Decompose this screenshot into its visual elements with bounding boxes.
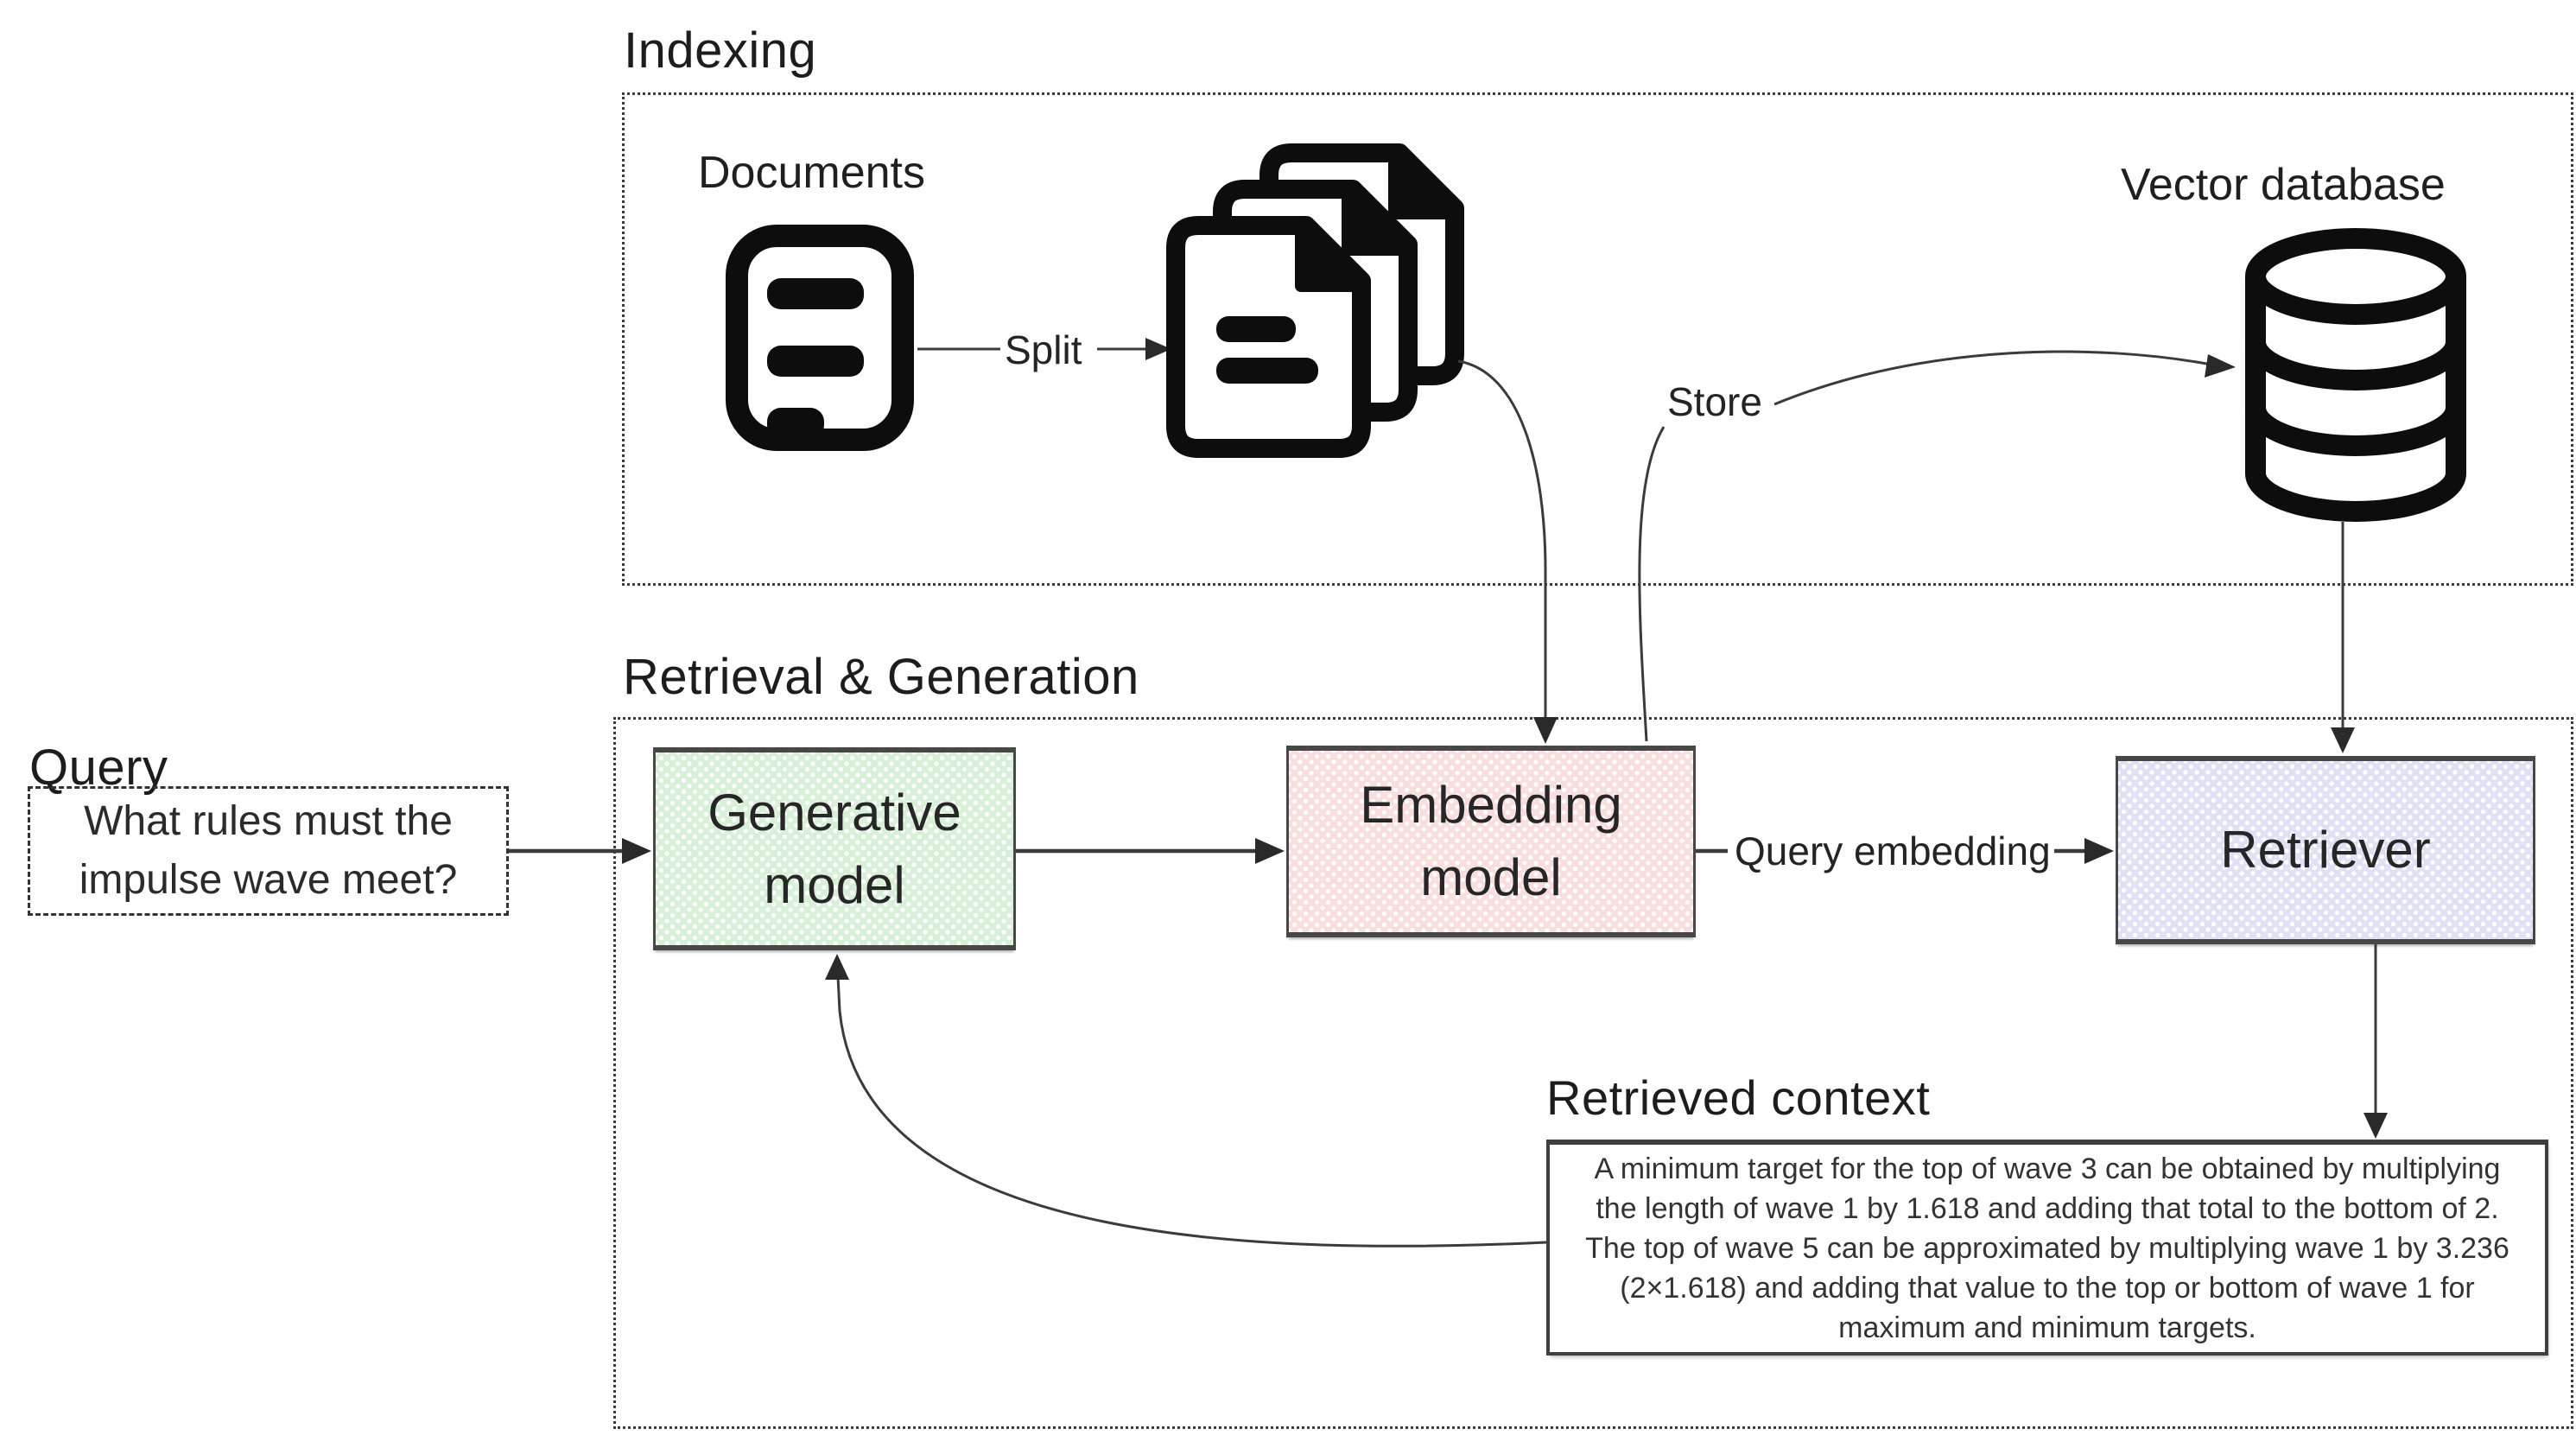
retrieval-generation-section-box (613, 717, 2573, 1429)
embedding-model-label: Embedding model (1360, 776, 1622, 906)
embedding-to-retriever-arrow (1696, 838, 2114, 864)
retrieved-context-box: A minimum target for the top of wave 3 c… (1546, 1140, 2548, 1356)
retrieval-generation-section-title: Retrieval & Generation (623, 649, 1139, 705)
documents-label: Documents (698, 148, 925, 198)
indexing-section-box (622, 92, 2573, 586)
db-to-retriever-arrow (2331, 522, 2355, 753)
retrieved-context-text: A minimum target for the top of wave 3 c… (1585, 1152, 2509, 1344)
split-label: Split (1005, 327, 1082, 372)
generative-model-node: Generative model (653, 747, 1016, 950)
store-label: Store (1667, 379, 1762, 424)
document-icon (726, 225, 914, 451)
retriever-to-context-arrow (2363, 944, 2388, 1139)
query-box: What rules must the impulse wave meet? (28, 786, 509, 916)
documents-stack-icon (1166, 143, 1464, 458)
store-arrow (1638, 350, 2236, 742)
generative-to-embedding-arrow (1016, 838, 1285, 864)
indexing-section-title: Indexing (624, 22, 817, 79)
retriever-label: Retriever (2220, 821, 2431, 879)
retriever-node: Retriever (2116, 756, 2535, 944)
split-arrow (917, 338, 1171, 360)
context-to-generative-arrow (825, 954, 1547, 1248)
query-text: What rules must the impulse wave meet? (79, 798, 458, 903)
retrieved-context-title: Retrieved context (1546, 1070, 1931, 1125)
database-icon (2245, 228, 2466, 522)
query-embedding-label: Query embedding (1735, 829, 2051, 873)
query-to-generative-arrow (509, 838, 651, 864)
embedding-model-node: Embedding model (1286, 746, 1696, 937)
vector-database-label: Vector database (2121, 160, 2446, 210)
chunks-to-embedding-arrow (1457, 359, 1558, 744)
generative-model-label: Generative model (707, 783, 961, 914)
